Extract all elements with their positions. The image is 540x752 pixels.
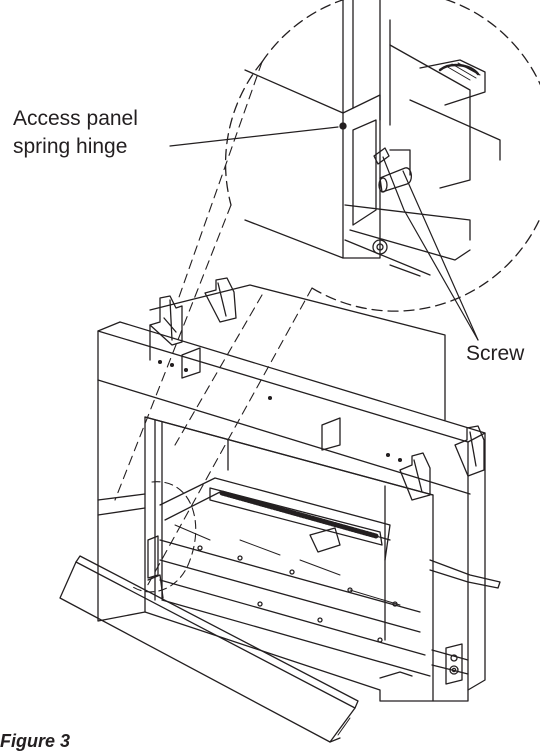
access-leader	[169, 126, 339, 147]
standoff-bracket-left	[149, 295, 183, 346]
screw-leader	[382, 156, 479, 341]
access-panel-face	[59, 561, 356, 743]
burner-tray	[159, 477, 431, 677]
detail-magnifier	[224, 0, 540, 312]
right-rail	[429, 559, 501, 589]
firebox-body	[97, 277, 501, 702]
small-detail-circle	[129, 481, 197, 593]
magnifier-circle	[261, 0, 540, 312]
detail-hinge-dot	[339, 122, 347, 130]
gas-valve-box	[445, 643, 463, 685]
standoff-bracket-right-1	[454, 425, 485, 477]
access-panel-hinge-label-line2: spring hinge	[13, 135, 128, 158]
detail-access-panel	[342, 94, 381, 259]
burner-ports	[219, 490, 379, 539]
screw-label: Screw	[466, 342, 525, 365]
top-panel	[149, 284, 446, 421]
detail-wall	[244, 69, 344, 259]
figure-caption: Figure 3	[0, 731, 71, 751]
access-panel-hinge-label-line1: Access panel	[13, 107, 138, 130]
standoff-bracket-right-2	[399, 452, 431, 501]
standoff-bracket-center	[204, 277, 237, 323]
detail-screw	[373, 147, 390, 165]
detail-spring-roller	[379, 167, 412, 193]
access-panel-removed	[59, 555, 359, 743]
leader-lines	[169, 126, 479, 341]
front-frame	[97, 330, 469, 702]
